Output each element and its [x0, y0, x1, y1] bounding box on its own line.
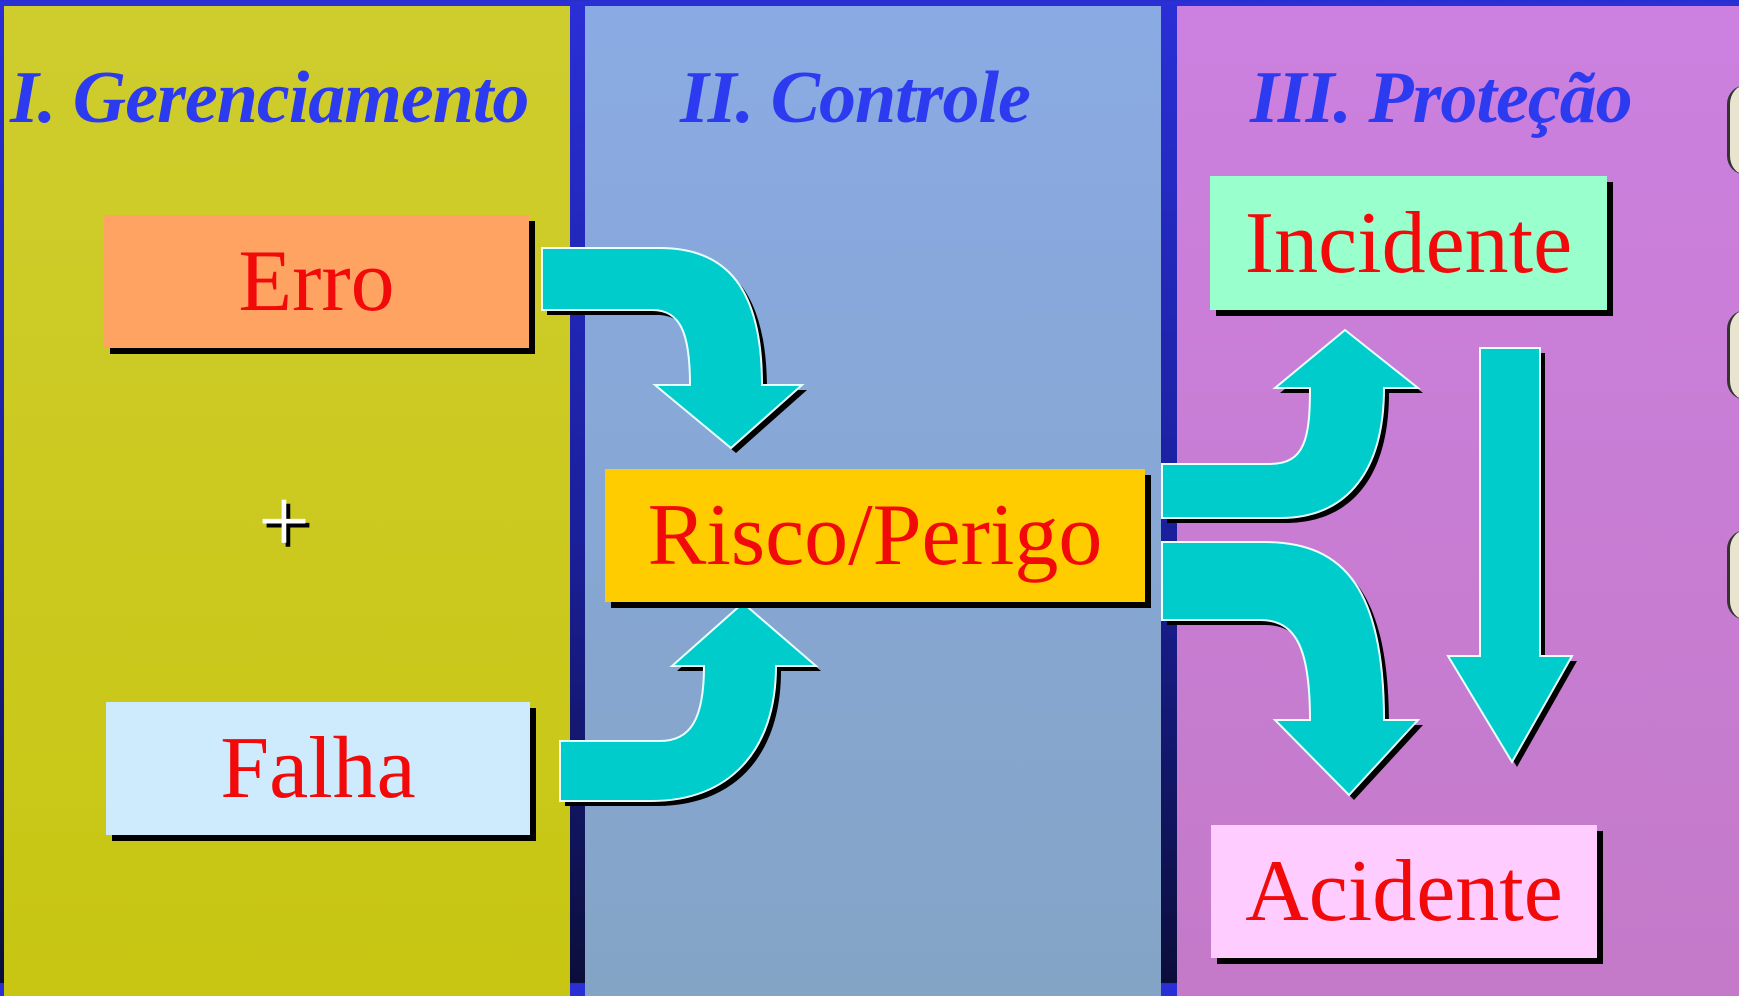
panel-title-gerenciamento: I. Gerenciamento — [10, 57, 529, 139]
side-image-edge — [1727, 310, 1739, 400]
node-risco-perigo-label: Risco/Perigo — [647, 487, 1103, 584]
node-falha: Falha — [106, 702, 530, 835]
plus-sign: + — [258, 470, 310, 572]
panel-title-controle: II. Controle — [680, 57, 1031, 139]
side-image-edge — [1727, 530, 1739, 620]
node-falha-label: Falha — [220, 720, 416, 817]
node-acidente-label: Acidente — [1245, 843, 1563, 940]
arrow-risco-to-acidente — [1161, 541, 1421, 797]
arrow-risco-to-incidente — [1161, 328, 1421, 519]
panel-title-protecao: III. Proteção — [1250, 57, 1633, 139]
side-image-edge — [1727, 85, 1739, 175]
node-erro: Erro — [104, 215, 529, 348]
arrow-falha-to-risco — [559, 601, 819, 802]
node-incidente-label: Incidente — [1244, 194, 1573, 292]
arrow-incidente-to-acidente — [1446, 347, 1574, 764]
arrow-erro-to-risco — [541, 247, 805, 450]
node-acidente: Acidente — [1211, 825, 1597, 958]
node-risco-perigo: Risco/Perigo — [605, 469, 1145, 602]
node-erro-label: Erro — [238, 233, 395, 330]
node-incidente: Incidente — [1210, 176, 1607, 310]
